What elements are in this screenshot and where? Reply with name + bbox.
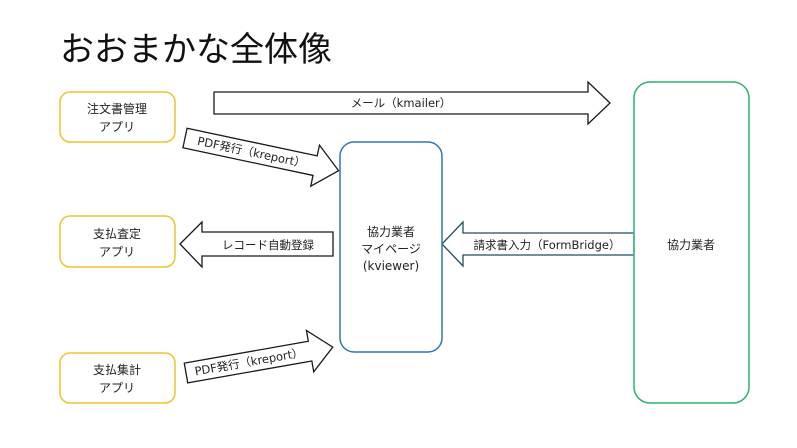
node-order-app-box [59, 91, 176, 143]
node-payment-assess-app-line1: 支払査定 [93, 226, 141, 241]
arrow-invoice: 請求書入力（FormBridge） [441, 220, 635, 268]
node-partner-mypage-line2: マイページ [361, 242, 421, 256]
node-partner-box [633, 81, 750, 404]
arrow-pdf-total-shape [183, 329, 334, 384]
node-partner-line1: 協力業者 [667, 237, 715, 252]
node-partner: 協力業者 [633, 81, 750, 404]
arrow-mail: メール（kmailer） [213, 80, 611, 126]
arrow-record-label: レコード自動登録 [222, 238, 314, 252]
arrow-pdf-total-label: PDF発行（kreport） [194, 345, 305, 378]
node-payment-assess-app-line2: アプリ [99, 245, 135, 259]
arrow-mail-shape [213, 80, 611, 126]
arrow-pdf-order-shape [182, 127, 340, 188]
node-payment-assess-app: 支払査定 アプリ [59, 215, 176, 268]
node-order-app: 注文書管理 アプリ [59, 91, 176, 143]
node-payment-total-app-box [59, 352, 176, 404]
arrow-pdf-order: PDF発行（kreport） [182, 127, 340, 188]
node-partner-mypage: 協力業者 マイページ (kviewer) [339, 141, 443, 353]
node-payment-total-app-line2: アプリ [99, 381, 135, 395]
node-order-app-line1: 注文書管理 [87, 101, 147, 116]
arrow-pdf-total: PDF発行（kreport） [183, 329, 334, 384]
diagram-title: おおまかな全体像 [60, 30, 332, 70]
node-partner-mypage-box [339, 141, 443, 353]
node-order-app-line2: アプリ [99, 120, 135, 134]
arrow-mail-label: メール（kmailer） [351, 96, 452, 110]
node-payment-assess-app-box [59, 215, 176, 268]
arrow-invoice-shape [441, 220, 635, 268]
arrow-invoice-label: 請求書入力（FormBridge） [474, 238, 621, 252]
arrow-record-shape [179, 220, 334, 269]
node-payment-total-app-line1: 支払集計 [93, 362, 141, 377]
node-partner-mypage-line1: 協力業者 [367, 224, 415, 239]
node-payment-total-app: 支払集計 アプリ [59, 352, 176, 404]
node-partner-mypage-line3: (kviewer) [363, 259, 419, 273]
arrow-record: レコード自動登録 [179, 220, 334, 269]
